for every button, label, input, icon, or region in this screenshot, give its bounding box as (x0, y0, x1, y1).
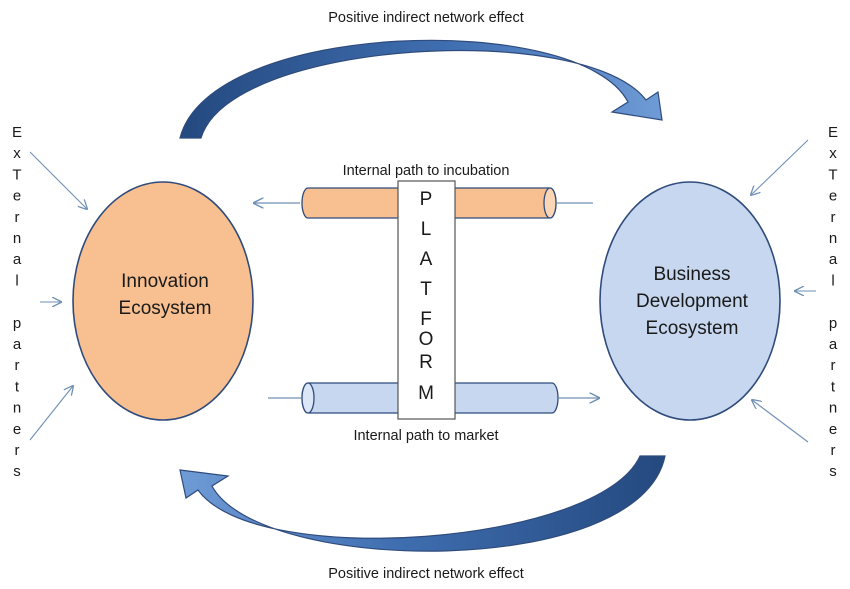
external-partners-letter: a (829, 336, 838, 353)
platform-letter: R (419, 352, 433, 373)
external-partners-letter: l (831, 272, 834, 289)
market-path-label: Internal path to market (353, 428, 498, 444)
external-partners-letter: p (13, 315, 21, 332)
external-partners-letter: T (828, 166, 837, 183)
external-partners-letter: a (13, 336, 22, 353)
platform-letter: F (420, 309, 432, 330)
external-partners-letter: x (13, 145, 21, 162)
incubation-path-label: Internal path to incubation (343, 163, 510, 179)
bottom-curved-arrow (179, 455, 666, 552)
external-partners-letter: E (828, 124, 838, 141)
platform-letter: O (419, 329, 434, 350)
innovation-ecosystem: Innovation Ecosystem (72, 181, 254, 421)
platform-letter: T (420, 279, 432, 300)
top-curved-arrow (179, 39, 663, 139)
right-partner-arrows (751, 139, 816, 443)
platform-letter: P (420, 189, 433, 210)
innovation-line2: Ecosystem (119, 298, 212, 319)
external-partners-letter: r (15, 357, 20, 374)
external-partners-letter: p (829, 315, 837, 332)
external-partners-letter: r (831, 209, 836, 226)
external-partners-letter: n (13, 400, 21, 417)
business-line2: Development (636, 291, 749, 312)
external-partners-letter: e (829, 421, 837, 438)
external-partners-letter: x (829, 145, 837, 162)
external-partners-letter: n (829, 400, 837, 417)
business-line1: Business (653, 264, 730, 285)
external-partners-letter: s (13, 463, 21, 480)
platform-letter: L (421, 219, 432, 240)
bottom-effect-label: Positive indirect network effect (328, 566, 524, 582)
external-partners-letter: n (829, 230, 837, 247)
external-partners-letter: r (831, 357, 836, 374)
business-development-ecosystem: Business Development Ecosystem (599, 181, 781, 421)
pipe-arrows (254, 203, 599, 398)
external-partners-letter: e (829, 188, 837, 205)
external-partners-letter: l (15, 272, 18, 289)
platform-letter: M (418, 383, 434, 404)
top-effect-label: Positive indirect network effect (328, 10, 524, 26)
external-partners-letter: s (829, 463, 837, 480)
external-partners-letter: e (13, 188, 21, 205)
external-partners-letter: r (15, 442, 20, 459)
left-partner-arrows (29, 151, 87, 441)
external-partners-letter: e (13, 421, 21, 438)
external-partners-letter: t (831, 378, 836, 395)
external-partners-letter: r (831, 442, 836, 459)
external-partners-letter: T (12, 166, 21, 183)
platform-letter: A (420, 249, 433, 270)
external-partners-letter: a (829, 251, 838, 268)
external-partners-letter: n (13, 230, 21, 247)
innovation-line1: Innovation (121, 271, 209, 292)
platform-pillar: P L A T F O R M (397, 180, 456, 420)
external-partners-letter: E (12, 124, 22, 141)
external-partners-letter: a (13, 251, 22, 268)
external-partners-letter: r (15, 209, 20, 226)
external-partners-letter: t (15, 378, 20, 395)
business-line3: Ecosystem (646, 318, 739, 339)
